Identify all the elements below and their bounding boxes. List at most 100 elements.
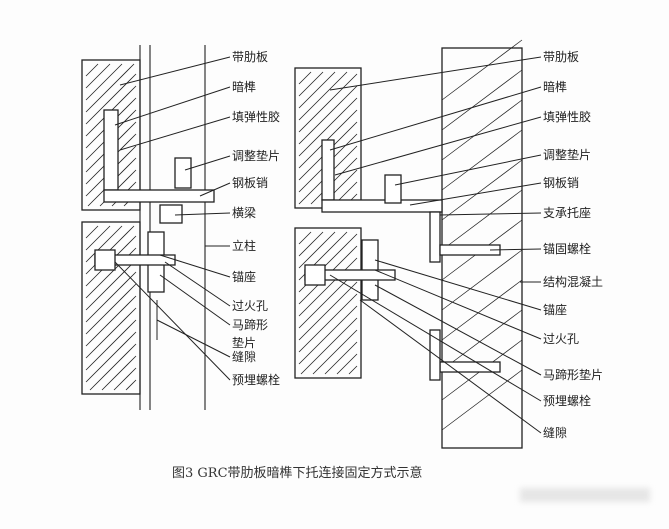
- leader-line: [114, 261, 231, 381]
- right-label: 暗榫: [543, 80, 568, 94]
- panel-hatch: [298, 281, 358, 341]
- panel-hatch: [85, 73, 137, 125]
- panel-hatch: [336, 353, 358, 375]
- panel-hatch: [89, 343, 137, 391]
- anchor-bolt-lower: [439, 361, 501, 373]
- concrete-hatch: [441, 189, 523, 251]
- leader-line: [489, 248, 542, 251]
- panel-hatch: [348, 365, 358, 375]
- leader-line: [119, 56, 231, 86]
- watermark: [520, 488, 650, 502]
- panel-hatch: [298, 71, 348, 121]
- panel-hatch: [298, 305, 358, 365]
- panel-hatch: [298, 231, 312, 245]
- leader-line: [159, 274, 231, 326]
- panel-hatch: [85, 63, 111, 89]
- panel-hatch: [298, 85, 358, 145]
- left-label: 填弹性胶: [232, 110, 281, 124]
- panel-hatch: [85, 319, 137, 371]
- panel-hatch: [298, 231, 336, 269]
- left-label: 垫片: [232, 336, 257, 350]
- leader-line: [439, 212, 542, 216]
- leader-line: [374, 259, 542, 311]
- right-label: 锚座: [543, 303, 568, 317]
- left-label: 调整垫片: [232, 149, 281, 163]
- left-label: 暗榫: [232, 80, 257, 94]
- right-label: 过火孔: [543, 332, 580, 346]
- concrete-hatch: [441, 99, 523, 161]
- left-label: 横梁: [232, 206, 257, 220]
- right-label: 缝隙: [543, 426, 568, 440]
- panel-hatch: [85, 225, 99, 239]
- panel-hatch: [85, 283, 137, 335]
- left-label: 带肋板: [232, 50, 269, 64]
- concrete-hatch: [441, 309, 523, 371]
- right-label: 钢板销: [543, 176, 580, 190]
- concrete-hatch: [441, 369, 523, 431]
- left-label: 过火孔: [232, 299, 269, 313]
- leader-line: [114, 86, 231, 126]
- panel-hatch: [312, 329, 358, 375]
- panel-hatch: [298, 109, 358, 169]
- panel-hatch: [298, 97, 358, 157]
- leader-line: [394, 154, 542, 186]
- concrete-hatch: [441, 129, 523, 191]
- panel-hatch: [85, 63, 135, 113]
- panel-hatch: [85, 271, 137, 323]
- leader-line: [409, 182, 542, 206]
- cross-beam: [159, 204, 183, 224]
- leader-line: [329, 56, 542, 91]
- concrete-hatch: [441, 69, 523, 131]
- bolt-head: [94, 249, 116, 271]
- leader-line: [374, 269, 542, 340]
- hidden-tenon: [103, 109, 119, 191]
- panel-hatch: [101, 355, 137, 391]
- panel-hatch: [298, 71, 324, 97]
- leader-line: [334, 116, 542, 176]
- grc-panel-lower: [81, 221, 141, 395]
- right-label: 结构混凝土: [543, 275, 604, 289]
- panel-hatch: [85, 63, 99, 77]
- panel-hatch: [85, 307, 137, 359]
- panel-hatch: [85, 63, 123, 101]
- panel-hatch: [85, 259, 137, 311]
- panel-hatch: [113, 367, 137, 391]
- grc-panel-lower: [294, 227, 362, 379]
- leader-line: [174, 212, 231, 216]
- right-label: 支承托座: [543, 206, 592, 220]
- panel-hatch: [298, 231, 324, 257]
- leader-line: [329, 86, 542, 151]
- panel-hatch: [300, 317, 358, 375]
- adjust-shim: [384, 174, 402, 204]
- figure-caption: 图3 GRC带肋板暗榫下托连接固定方式示意: [172, 466, 423, 481]
- support-bracket: [321, 199, 443, 213]
- left-label: 锚座: [232, 270, 257, 284]
- panel-hatch: [298, 257, 358, 317]
- panel-hatch: [324, 341, 358, 375]
- panel-hatch: [125, 379, 137, 391]
- right-label: 锚固螺栓: [543, 242, 592, 256]
- leader-line: [199, 182, 231, 197]
- panel-hatch: [85, 225, 111, 251]
- panel-hatch: [298, 293, 358, 353]
- right-label: 填弹性胶: [543, 110, 592, 124]
- adjust-shim: [174, 157, 192, 189]
- bracket-vertical: [429, 211, 441, 263]
- left-label: 马蹄形: [232, 318, 269, 332]
- leader-line: [329, 274, 542, 402]
- bolt-head: [304, 264, 326, 286]
- panel-hatch: [85, 225, 123, 263]
- leader-line: [374, 284, 542, 376]
- leader-line: [184, 155, 231, 171]
- right-label: 调整垫片: [543, 148, 592, 162]
- right-label: 马蹄形垫片: [543, 368, 604, 382]
- left-label: 钢板销: [232, 176, 269, 190]
- leader-line: [119, 116, 231, 151]
- left-label: 立柱: [232, 239, 257, 253]
- panel-hatch: [298, 71, 312, 85]
- left-label: 预埋螺栓: [232, 373, 281, 387]
- leader-line: [159, 254, 231, 278]
- concrete-hatch: [441, 39, 523, 101]
